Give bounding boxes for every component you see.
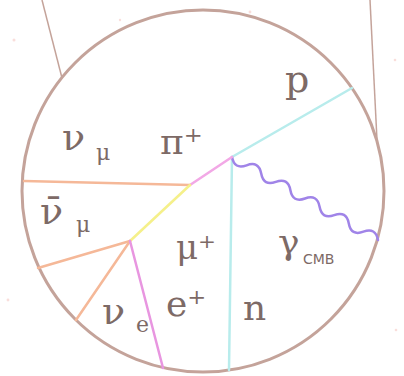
- pion-track: [190, 157, 232, 185]
- particle-label: p: [285, 60, 309, 98]
- particle-label: γ: [278, 224, 300, 260]
- particle-label: π⁺: [160, 124, 203, 160]
- particle-label: μ: [76, 214, 90, 236]
- proton-track: [232, 88, 352, 157]
- particle-label: μ⁺: [176, 230, 216, 264]
- particle-label: μ: [96, 142, 110, 164]
- positron-track: [130, 241, 163, 368]
- particle-label: ν̄: [40, 192, 63, 230]
- photon-wave: [232, 157, 378, 240]
- antineutrino-track: [38, 241, 130, 268]
- zoom-line: [42, 0, 62, 78]
- particle-label: ν: [62, 118, 85, 156]
- particle-label: CMB: [303, 252, 334, 266]
- zoom-circle: [22, 10, 384, 372]
- neutron-track: [229, 157, 232, 370]
- particle-label: n: [243, 290, 266, 326]
- zoom-line: [370, 0, 377, 140]
- particle-label: e⁺: [166, 286, 206, 322]
- muon-neutrino-track: [24, 181, 190, 185]
- particle-label: ν: [102, 292, 125, 330]
- particle-label: e: [136, 314, 149, 336]
